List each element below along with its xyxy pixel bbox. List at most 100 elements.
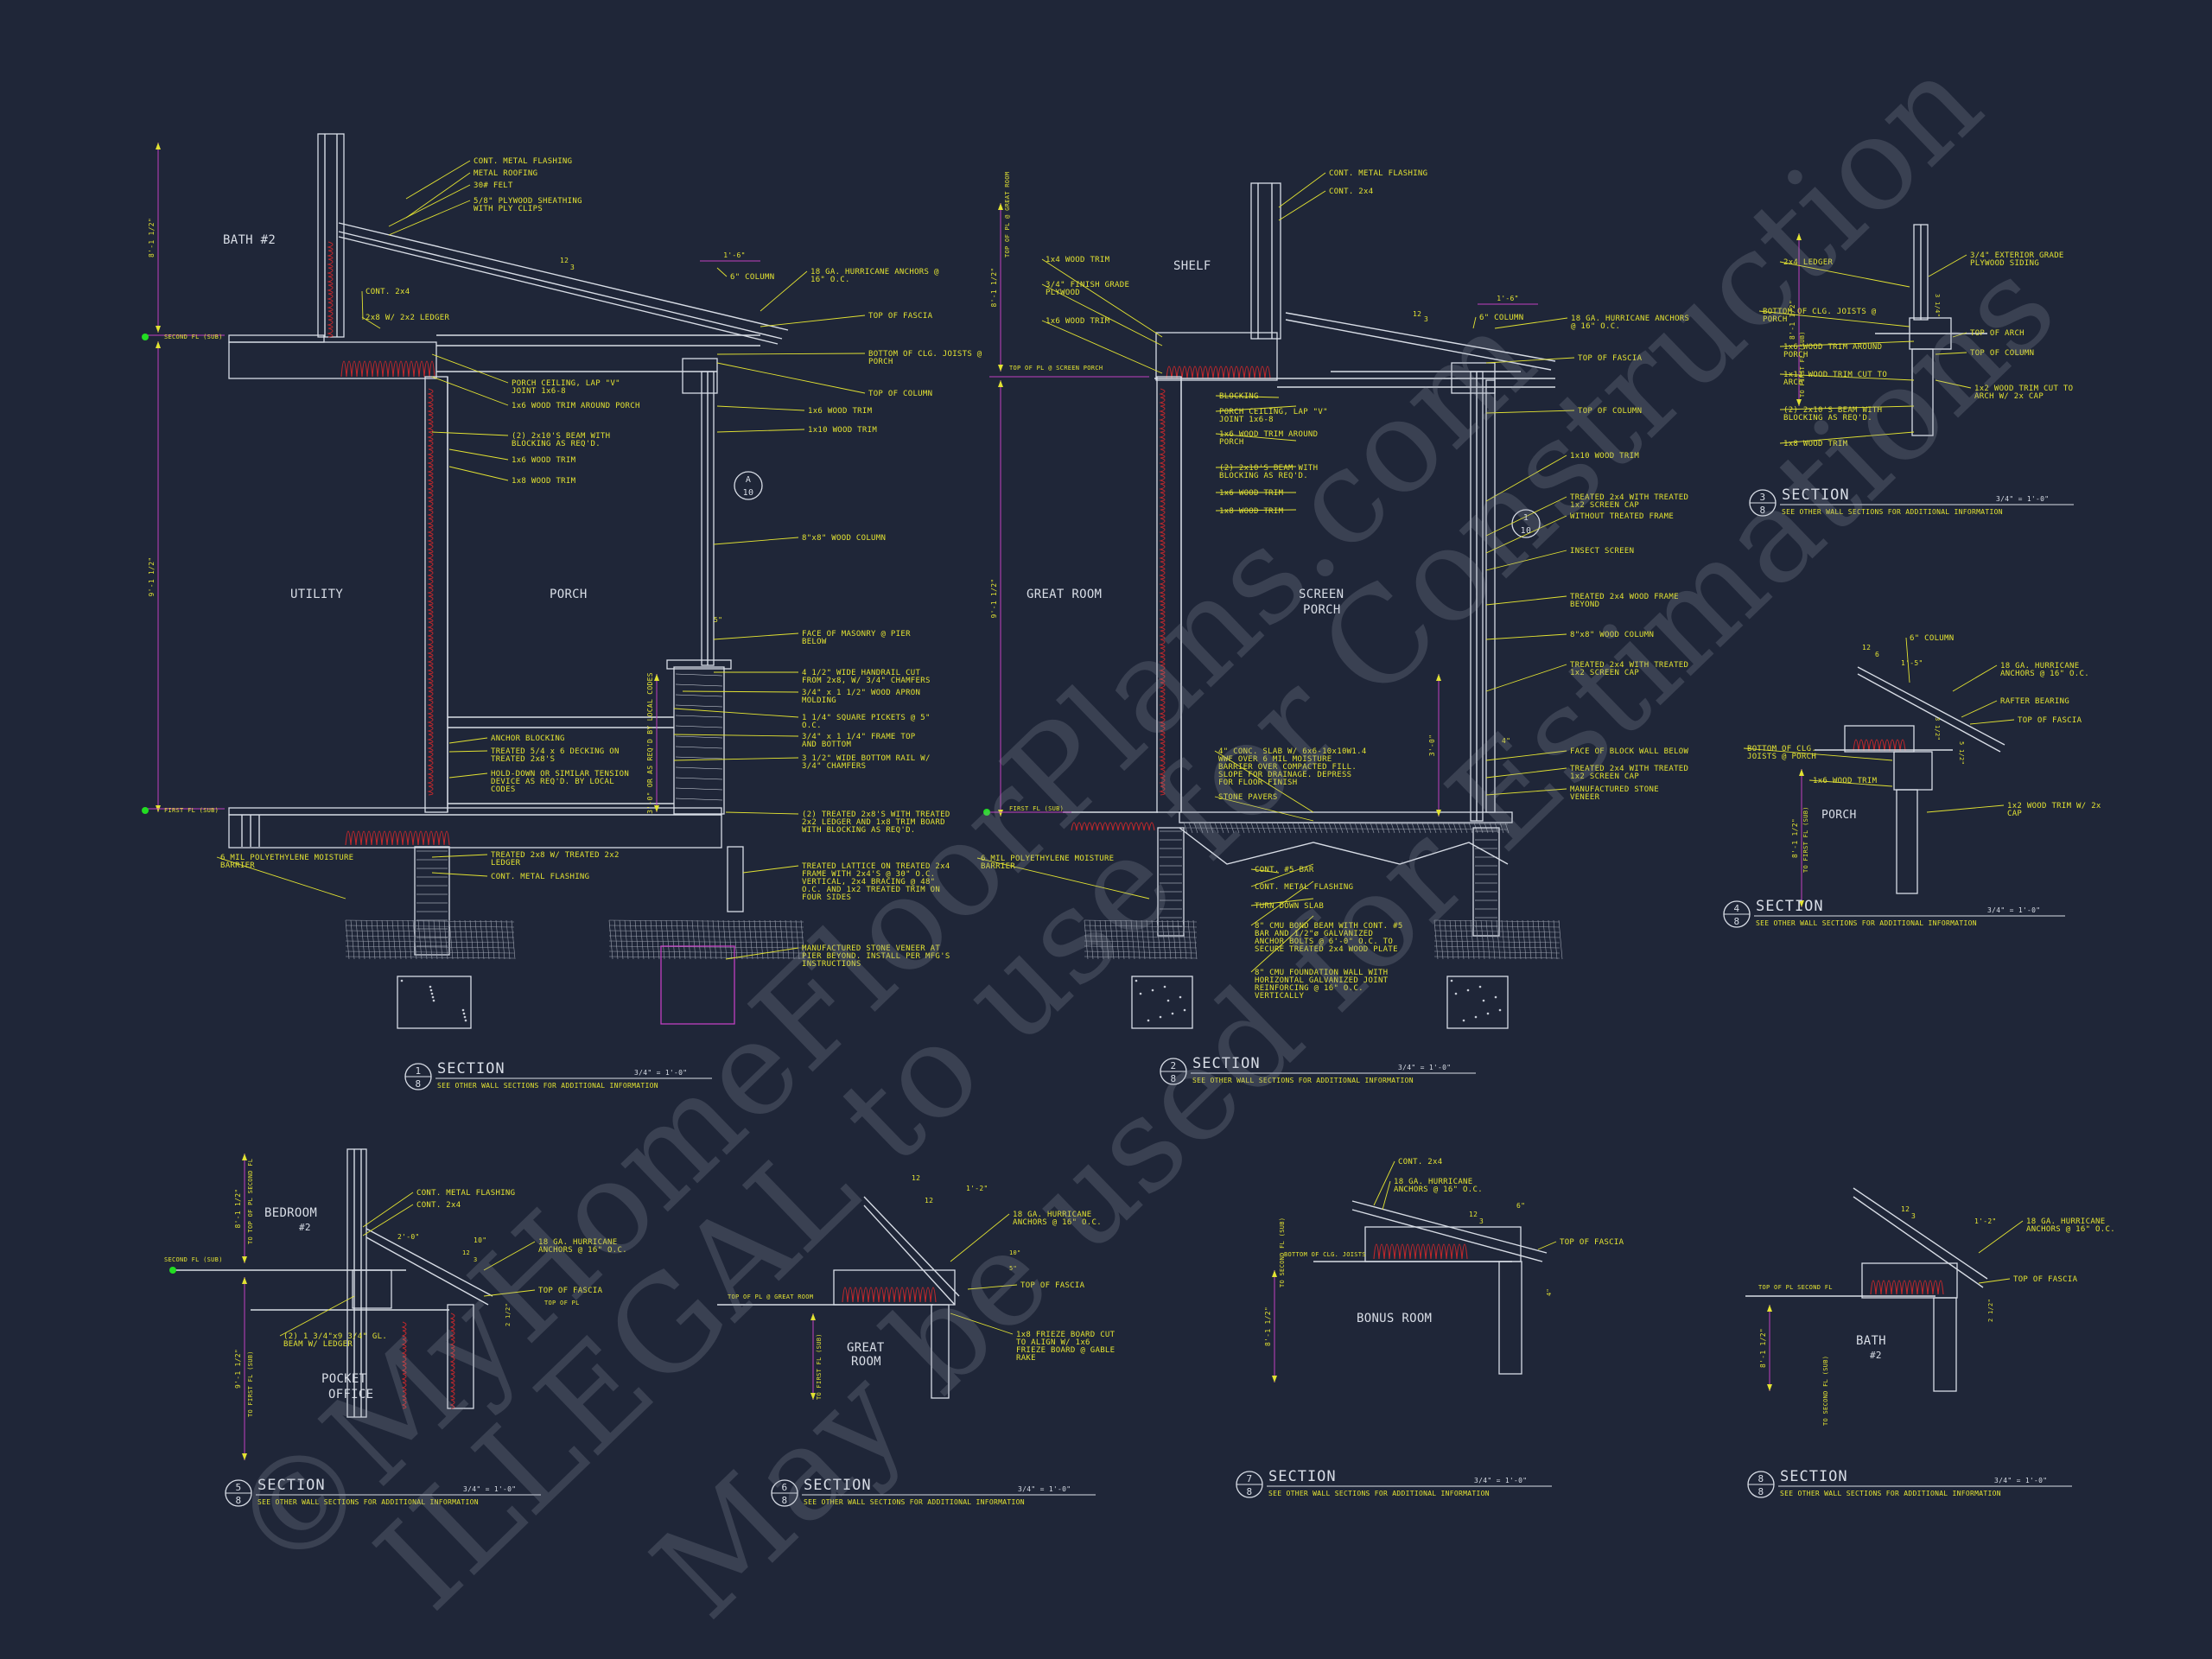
hatch-line xyxy=(1406,822,1411,834)
hatch-line xyxy=(1109,919,1115,960)
callout-leader xyxy=(216,856,346,899)
insulation-loop xyxy=(427,682,434,692)
drawing-poly xyxy=(1179,827,1509,865)
hatch-line xyxy=(608,940,804,944)
room-label: PORCH xyxy=(1821,809,1857,822)
beam-block xyxy=(682,358,718,394)
concrete-aggregate xyxy=(1486,1012,1490,1015)
concrete-aggregate xyxy=(1454,992,1458,995)
hatch-line xyxy=(1480,919,1485,960)
hatch-line xyxy=(1370,822,1375,834)
callout-text: TREATED 2x8 W/ TREATED 2x2 xyxy=(491,851,620,860)
insulation-loop xyxy=(449,1382,455,1392)
insulation-loop xyxy=(1159,578,1166,588)
hatch-line xyxy=(1266,822,1271,834)
pier-footing xyxy=(660,945,735,1025)
concrete-aggregate xyxy=(1482,999,1485,1002)
callout-leader xyxy=(388,184,471,227)
insulation-loop xyxy=(1159,388,1166,398)
callout-text: 1x6 WOOD TRIM xyxy=(1219,489,1284,498)
hatch-line xyxy=(655,919,660,960)
section-note: SEE OTHER WALL SECTIONS FOR ADDITIONAL I… xyxy=(1268,1490,1490,1497)
callout-text: TREATED 2x8'S xyxy=(491,755,555,764)
exterior-wall xyxy=(1933,1297,1957,1392)
insulation-loop xyxy=(1159,734,1166,744)
callout-leader xyxy=(976,857,1150,899)
callout-text: 18 GA. HURRICANE xyxy=(2026,1217,2106,1226)
room-label: GREAT ROOM xyxy=(1027,588,1102,601)
callout-leader xyxy=(1743,747,1893,761)
level-label: TO FIRST FL (SUB) xyxy=(1799,331,1806,397)
callout-leader xyxy=(1485,750,1567,761)
detail-tag-top: 1 xyxy=(1523,513,1529,523)
hatch-line xyxy=(619,919,624,960)
room-label: BEDROOM xyxy=(264,1206,317,1220)
callout-text: WWF OVER 6 MIL MOISTURE xyxy=(1218,755,1332,764)
footing xyxy=(1131,976,1193,1029)
insulation-loop xyxy=(1922,1280,1934,1295)
section-scale: 3/4" = 1'-0" xyxy=(1018,1485,1071,1493)
insulation-loop xyxy=(925,1287,937,1303)
section-label: SECTION xyxy=(437,1060,505,1077)
insulation-loop xyxy=(327,293,334,303)
callout-leader xyxy=(1494,317,1568,329)
concrete-aggregate xyxy=(1163,985,1166,988)
dimension-arrow xyxy=(810,1313,816,1320)
insulation-loop xyxy=(340,360,353,378)
callout-text: BAR AND 1/2"ø GALVANIZED xyxy=(1255,930,1373,938)
stone-coursing xyxy=(675,787,723,791)
callout-text: FOUR SIDES xyxy=(802,893,851,902)
dimension-label: 1'-5" xyxy=(1901,659,1923,667)
callout-text: TOP OF FASCIA xyxy=(2013,1275,2078,1284)
callout-text: 30# FELT xyxy=(474,181,513,190)
dimension-arrow xyxy=(998,810,1003,817)
insulation-loop xyxy=(893,1287,906,1303)
callout-leader xyxy=(950,1213,1010,1262)
callout-leader xyxy=(1952,332,1967,338)
hatch-line xyxy=(1427,822,1432,834)
insulation-loop xyxy=(1159,716,1166,727)
concrete-aggregate xyxy=(1139,992,1142,995)
sheet-number: 8 xyxy=(236,1495,242,1506)
section-number: 3 xyxy=(1760,492,1766,503)
concrete-aggregate xyxy=(429,985,432,988)
callout-text: BOTTOM OF CLG. JOISTS @ xyxy=(868,350,982,359)
callout-text: 18 GA. HURRICANE xyxy=(2000,662,2080,671)
insulation-loop xyxy=(1159,768,1166,779)
drawing-poly xyxy=(338,231,783,340)
callout-leader xyxy=(405,160,471,200)
callout-text: TREATED 5/4 x 6 DECKING ON xyxy=(491,747,620,756)
hatch-line xyxy=(1235,822,1240,834)
concrete-aggregate xyxy=(400,979,404,982)
callout-leader xyxy=(1373,1160,1395,1206)
column xyxy=(1911,348,1934,436)
hatch-line xyxy=(495,919,500,960)
dimension-arrow xyxy=(1799,900,1804,907)
callout-leader xyxy=(1928,254,1967,277)
insulation-loop xyxy=(413,360,425,378)
insulation-loop xyxy=(1159,518,1166,528)
callout-leader xyxy=(448,737,488,744)
callout-leader xyxy=(725,947,799,960)
callout-text: FRAME WITH 2x4'S @ 30" O.C. xyxy=(802,870,935,879)
hatch-line xyxy=(707,919,712,960)
callout-text: 1x8 WOOD TRIM xyxy=(1219,507,1284,516)
insulation-loop xyxy=(401,1382,407,1392)
insulation-loop xyxy=(401,1347,407,1357)
callout-text: 18 GA. HURRICANE xyxy=(538,1238,618,1247)
insulation-loop xyxy=(427,690,434,701)
hatch-line xyxy=(1146,919,1151,960)
insulation-loop xyxy=(1159,561,1166,571)
insulation-loop xyxy=(1159,552,1166,563)
dimension-label: 4" xyxy=(1546,1288,1553,1296)
insulation-loop xyxy=(427,474,434,485)
dimension-label: 3'-0" OR AS REQ'D BY LOCAL CODES xyxy=(646,672,654,814)
hatch-line xyxy=(1442,822,1447,834)
column xyxy=(1896,789,1918,894)
hatch-line xyxy=(1401,822,1406,834)
insulation-loop xyxy=(427,708,434,718)
level-label: TO FIRST FL (SUB) xyxy=(247,1351,254,1417)
drawing-poly xyxy=(338,236,779,345)
drawing-rect xyxy=(1179,811,1513,823)
